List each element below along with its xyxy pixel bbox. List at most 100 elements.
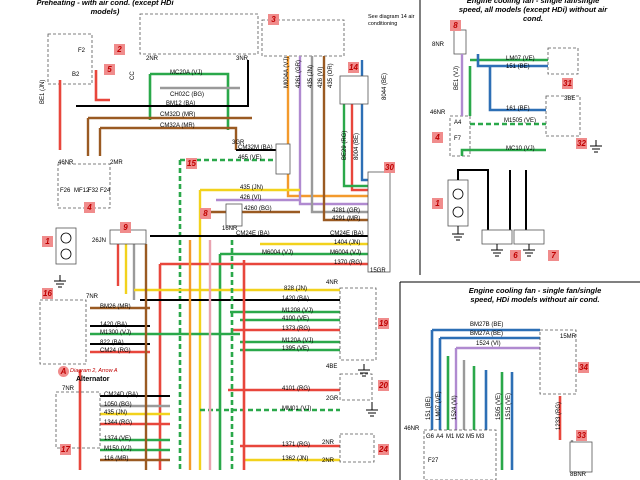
wire-label: 1371 (RG) xyxy=(282,442,311,448)
fuse-a4b: A4 xyxy=(436,434,444,440)
wire-label: M120A (VJ) xyxy=(282,338,314,344)
fuse-g6: G6 xyxy=(426,434,435,440)
wire-label: MM01 (VJ) xyxy=(282,406,312,412)
badge-5: 5 xyxy=(104,64,115,75)
vertical-wire-label: 435 (JN) xyxy=(308,64,314,88)
badge-14: 14 xyxy=(348,62,359,73)
badge-32: 32 xyxy=(576,138,587,149)
connector-label: 26JN xyxy=(92,238,107,244)
wire-label: CM32A (MR) xyxy=(160,123,195,129)
wire-label: M6004 (VJ) xyxy=(262,250,294,256)
wire-label: 426 (VI) xyxy=(240,195,262,201)
wire-label: 1420 (BA) xyxy=(282,296,310,302)
wire-label: 151 (BE) xyxy=(506,64,530,70)
wire-label: 1344 (RG) xyxy=(104,420,133,426)
vertical-wire-label: BE29 (RG) xyxy=(342,130,348,160)
see-diagram-note: See diagram 14 air conditioning xyxy=(368,14,415,27)
wire-label: 1362 (JN) xyxy=(282,456,309,462)
connector-label: 8BNR xyxy=(570,472,587,478)
connector-label: 2GR xyxy=(326,396,339,402)
wire-label: 1524 (VI) xyxy=(476,341,501,347)
wire-label: LM07 (VE) xyxy=(506,56,535,62)
vertical-wire-label: 8004 (BE) xyxy=(354,132,360,160)
connector-label: 2MR xyxy=(110,160,123,166)
wire-label: M1505 (VE) xyxy=(504,118,537,124)
wire-label: CM24 (RG) xyxy=(100,348,131,354)
vertical-wire-label: LM07 (VE) xyxy=(436,391,442,420)
vertical-wire-label: 1515 (VE) xyxy=(506,392,512,420)
connector-label: 46NR xyxy=(430,110,446,116)
fuse-m5: M5 xyxy=(466,434,475,440)
badge-8-right: 8 xyxy=(450,20,461,31)
header-preheating: Preheating - with air cond. (except HDi … xyxy=(36,0,174,16)
vertical-wire-label: CC xyxy=(130,71,136,80)
vertical-wire-label: BE1 (JN) xyxy=(40,79,46,104)
wire-label: 1374 (VE) xyxy=(104,436,132,442)
wire-label: 4101 (RG) xyxy=(282,386,311,392)
wire-label: M6004 (VJ) xyxy=(330,250,362,256)
wire-label: MC20A (VJ) xyxy=(170,70,203,76)
wire-label: CM24E (BA) xyxy=(236,231,270,237)
vertical-wire-label: 1505 (VE) xyxy=(496,392,502,420)
badge-20: 20 xyxy=(378,380,389,391)
vertical-wire-label: 1233 (RG) xyxy=(556,401,562,430)
wire-label: 435 (JN) xyxy=(104,410,128,416)
badge-31: 31 xyxy=(562,78,573,89)
vertical-wire-label: BE1 (VJ) xyxy=(454,65,460,90)
wire-label: CM24D (BA) xyxy=(104,392,139,398)
fuse-f27: F27 xyxy=(428,458,439,464)
fuse-m3: M3 xyxy=(476,434,485,440)
badge-17: 17 xyxy=(60,444,71,455)
wire-label: BM27B (BE) xyxy=(470,322,504,328)
connector-label: 7NR xyxy=(62,386,75,392)
fuse-f26: F26 xyxy=(60,188,71,194)
badge-30: 30 xyxy=(384,162,395,173)
vertical-wire-label: 1524 (VI) xyxy=(452,395,458,420)
alternator-title: Alternator xyxy=(76,376,110,383)
wire-label: 116 (MR) xyxy=(104,456,129,462)
fuse-f32: F32 xyxy=(88,188,99,194)
connector-label: 2NR xyxy=(146,56,159,62)
fuse-f2: F2 xyxy=(78,48,86,54)
fuse-m1: M1 xyxy=(446,434,455,440)
vertical-wire-label: 151 (BE) xyxy=(426,396,432,420)
vertical-wire-label: 426 (VI) xyxy=(318,66,324,88)
fuse-m2: M2 xyxy=(456,434,465,440)
fuse-mf12: MF12 xyxy=(74,188,90,194)
wire-label: 1370 (RG) xyxy=(334,260,363,266)
wire-label: 4260 (BG) xyxy=(244,206,272,212)
vertical-wire-label: M004A (VJ) xyxy=(284,56,290,88)
wire-label: 1373 (RG) xyxy=(282,326,311,332)
alternator-ref: Diagram 2, Arrow A xyxy=(70,368,118,374)
badge-3: 3 xyxy=(268,14,279,25)
wire-label: 465 (VE) xyxy=(238,155,262,161)
wire-label: 1404 (JN) xyxy=(334,240,361,246)
fuse-b2: B2 xyxy=(72,72,80,78)
connector-label: 2NR xyxy=(322,440,335,446)
connector-label: 3BE xyxy=(564,96,576,102)
connector-label: 4NR xyxy=(326,280,339,286)
connector-label: 15GR xyxy=(370,268,386,274)
connector-label: 3GR xyxy=(232,140,245,146)
badge-1-right: 1 xyxy=(432,198,443,209)
wire-label: BM26 (MR) xyxy=(100,304,131,310)
badge-1: 1 xyxy=(42,236,53,247)
wire-label: M1208 (VJ) xyxy=(282,308,314,314)
badge-19: 19 xyxy=(378,318,389,329)
wire-label: CM32D (MR) xyxy=(160,112,196,118)
connector-label: 2NR xyxy=(322,458,335,464)
wire-label: 822 (BA) xyxy=(100,340,124,346)
connector-label: 46NR xyxy=(58,160,74,166)
fuse-f24: F24 xyxy=(100,188,111,194)
wire-label: BM27A (BE) xyxy=(470,331,504,337)
vertical-wire-label: 8044 (BE) xyxy=(382,72,388,100)
badge-16: 16 xyxy=(42,288,53,299)
wire-label: 828 (JN) xyxy=(284,286,308,292)
fuse-f7: F7 xyxy=(454,136,462,142)
connector-label: 46NR xyxy=(404,426,420,432)
badge-6: 6 xyxy=(510,250,521,261)
wire-label: MC10 (VJ) xyxy=(506,146,535,152)
wire-label: 4281 (GR) xyxy=(332,208,361,214)
